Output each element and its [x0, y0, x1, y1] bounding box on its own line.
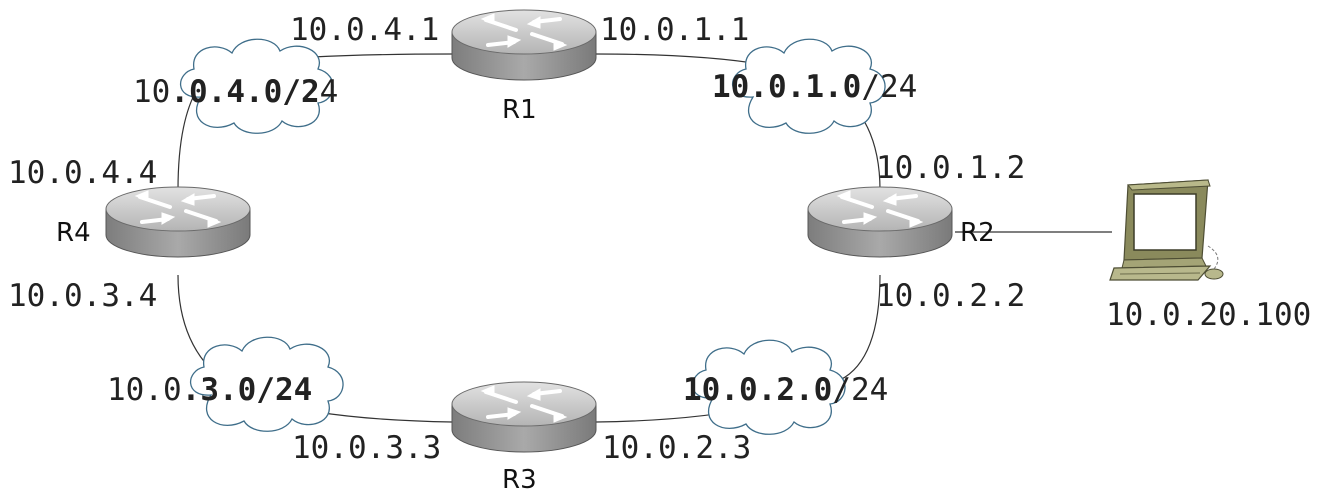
- network-label-10-0-1-0: 10.0.1.0/24: [712, 69, 917, 105]
- interface-r4-top-address: 10.0.4.4: [8, 155, 157, 191]
- computer-icon: [1109, 179, 1224, 281]
- router-r4-icon: [104, 185, 252, 259]
- router-r2-label: R2: [960, 218, 995, 248]
- interface-r2-top-address: 10.0.1.2: [876, 150, 1025, 186]
- router-r2-icon: [806, 185, 954, 259]
- router-r1-label: R1: [502, 95, 537, 125]
- router-r3-icon: [450, 380, 598, 454]
- interface-r3-right-address: 10.0.2.3: [602, 430, 751, 466]
- router-r1-icon: [450, 8, 598, 82]
- interface-r1-right-address: 10.0.1.1: [600, 12, 749, 48]
- interface-r1-left-address: 10.0.4.1: [290, 12, 439, 48]
- router-r3-label: R3: [502, 465, 537, 495]
- interface-r3-left-address: 10.0.3.3: [292, 430, 441, 466]
- interface-r2-bottom-address: 10.0.2.2: [876, 278, 1025, 314]
- host-address: 10.0.20.100: [1106, 297, 1311, 333]
- network-label-10-0-2-0: 10.0.2.0/24: [683, 372, 888, 408]
- network-label-10-0-3-0: 10.0.3.0/24: [107, 372, 312, 408]
- interface-r4-bottom-address: 10.0.3.4: [8, 278, 157, 314]
- router-r4-label: R4: [56, 218, 91, 248]
- network-label-10-0-4-0: 10.0.4.0/24: [133, 74, 338, 110]
